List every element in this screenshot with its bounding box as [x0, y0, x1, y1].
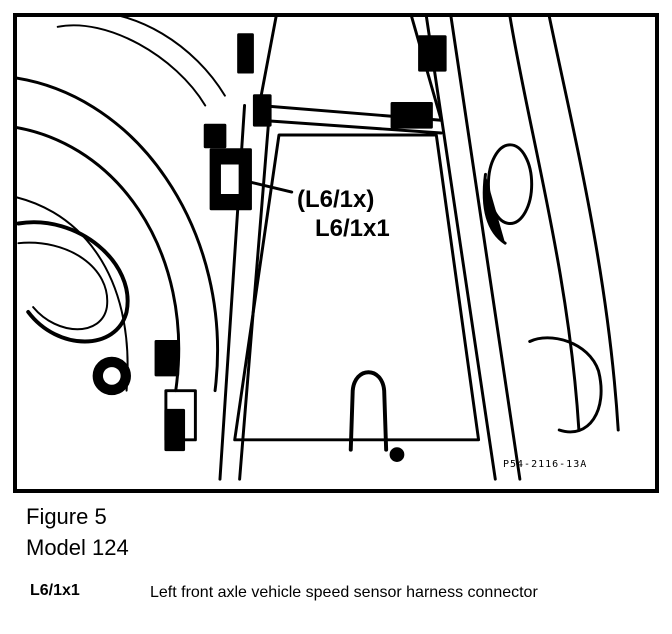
callout-l6-1x: (L6/1x)	[297, 186, 375, 213]
frame-plate	[233, 133, 481, 442]
callout-l6-1x1: L6/1x1	[315, 215, 390, 242]
plate-slot	[348, 370, 389, 452]
disc-inner	[17, 196, 129, 392]
callout-leader	[248, 180, 294, 194]
frame-right-rail	[424, 17, 522, 481]
figure-reference-code: P54-2116-13A	[503, 459, 588, 470]
harness-cable-loop	[17, 220, 130, 344]
axle-area-drawing	[17, 17, 620, 481]
control-arm	[508, 17, 620, 432]
legend-description: Left front axle vehicle speed sensor har…	[150, 584, 538, 601]
connector-upper	[237, 33, 254, 74]
figure-illustration: (L6/1x) L6/1x1 P54-2116-13A	[13, 13, 659, 493]
spring-top	[56, 17, 226, 107]
legend-code: L6/1x1	[30, 582, 80, 599]
brake-disc	[17, 76, 220, 393]
model-title: Model 124	[26, 535, 129, 560]
figure-title: Figure 5	[26, 504, 107, 529]
